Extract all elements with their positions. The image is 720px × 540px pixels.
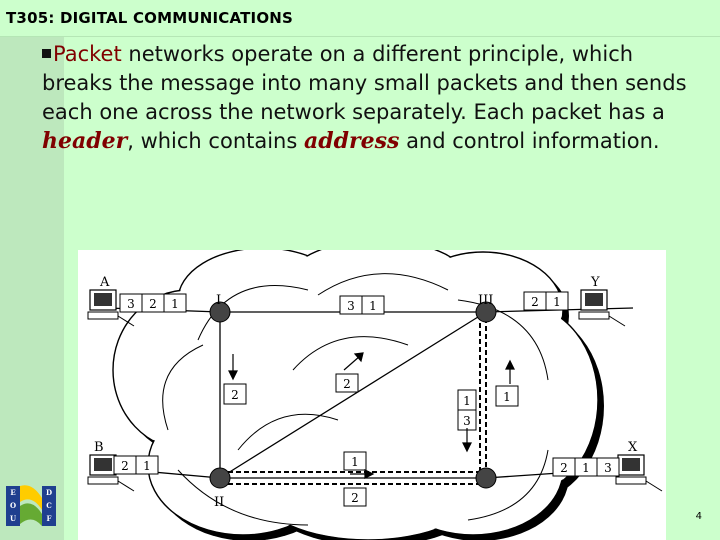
packet-label: 3 [463, 414, 471, 428]
logo-letter: D [46, 488, 52, 497]
packet-label: 2 [351, 491, 359, 505]
slide-header: T305: DIGITAL COMMUNICATIONS [0, 0, 720, 37]
packet-label: 2 [149, 297, 157, 311]
packet-label: 2 [121, 459, 129, 473]
page-number: 4 [696, 511, 702, 522]
packet-label: 3 [604, 461, 612, 475]
packet-label: 1 [582, 461, 590, 475]
packet-label: 1 [143, 459, 151, 473]
packet-label: 1 [503, 390, 511, 404]
packet-label: 2 [231, 388, 239, 402]
body-text-3: and control information. [399, 129, 659, 153]
square-bullet-icon [42, 49, 51, 58]
slide-title: T305: DIGITAL COMMUNICATIONS [6, 9, 293, 27]
packet-label: 2 [531, 295, 539, 309]
packet-network-figure: I III II A B Y [78, 250, 666, 540]
logo-letter: E [10, 488, 15, 497]
computer-terminal-icon: Y [579, 275, 625, 326]
emphasis-header: header [42, 128, 127, 154]
node-label-i: I [216, 293, 221, 308]
logo-letter: F [47, 514, 52, 523]
packet-label: 1 [351, 455, 359, 469]
packet-label: 3 [347, 299, 355, 313]
logo-graphic: E O U D C F [6, 484, 58, 528]
host-label-a: A [99, 275, 110, 290]
slide-body-text: Packet networks operate on a different p… [42, 40, 702, 156]
logo-letter: C [46, 501, 52, 510]
router-node-ii [210, 468, 230, 488]
network-diagram: I III II A B Y [78, 250, 666, 540]
institution-logo: E O U D C F [6, 484, 58, 528]
node-label-ii: II [214, 495, 224, 510]
body-text-1: networks operate on a different principl… [42, 42, 687, 124]
packet-label: 3 [127, 297, 135, 311]
packet-label: 1 [171, 297, 179, 311]
host-label-x: X [628, 440, 638, 455]
host-label-b: B [94, 440, 104, 455]
computer-terminal-icon: X [616, 440, 662, 491]
packet-label: 1 [553, 295, 561, 309]
node-label-iii: III [478, 293, 493, 308]
host-label-y: Y [590, 275, 600, 290]
router-node-x [476, 468, 496, 488]
emphasis-address: address [304, 128, 399, 154]
packet-label: 1 [463, 394, 471, 408]
logo-letter: U [10, 514, 16, 523]
body-text-2: , which contains [127, 129, 304, 153]
logo-letter: O [10, 501, 16, 510]
lead-word: Packet [53, 42, 122, 66]
packet-label: 2 [560, 461, 568, 475]
packet-label: 2 [343, 377, 351, 391]
packet-label: 1 [369, 299, 377, 313]
